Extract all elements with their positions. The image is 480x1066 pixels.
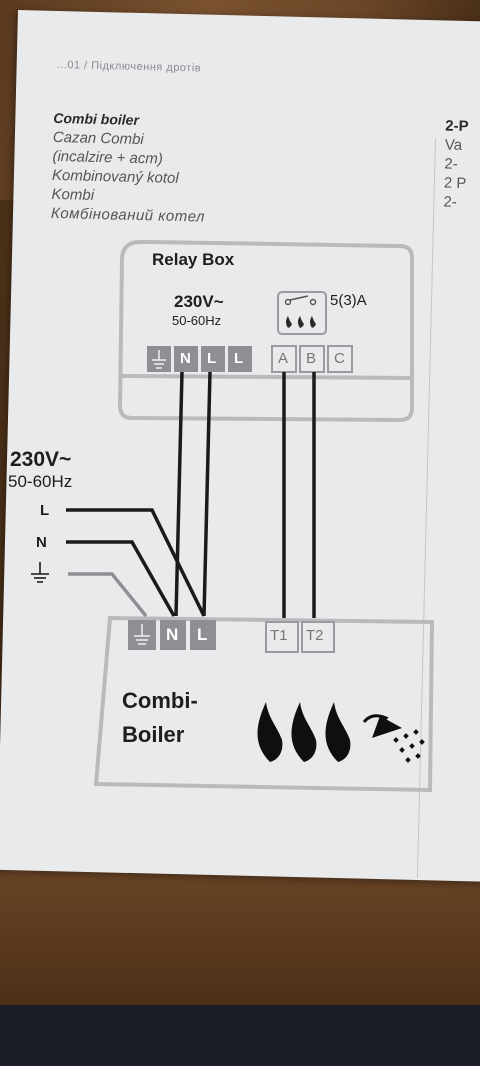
relay-frequency: 50-60Hz [172,313,222,328]
relay-rating: 5(3)A [330,292,367,309]
wire-n-relay [174,371,184,617]
boiler-terminal-t1: T1 [270,627,288,644]
switch-icon [277,291,327,335]
mains-frequency: 50-60Hz [8,472,73,491]
boiler-terminal-l: L [197,625,208,644]
relay-terminal-b: B [306,350,317,367]
wire-l-relay [202,371,212,617]
mains-voltage: 230V~ [10,448,72,471]
wooden-table-bottom [0,860,480,1010]
relay-box [117,240,414,423]
boiler-terminal-n: N [166,625,179,644]
boiler-terminal-t2: T2 [306,627,324,644]
earth-icon [152,350,166,369]
boiler-title-line1: Combi- [122,688,198,713]
relay-terminal-l1: L [207,350,217,367]
relay-power-terminals [174,346,252,372]
flame-icon [257,702,351,762]
mains-neutral-label: N [36,534,47,551]
earth-icon [31,562,49,583]
relay-voltage: 230V~ [174,292,224,311]
shower-icon [362,714,425,763]
wires [66,371,316,618]
wire-mains-l [66,508,206,617]
relay-earth-terminal [147,346,171,372]
wire-mains-earth [68,572,148,618]
boiler-box [93,615,435,793]
relay-terminal-n: N [180,350,191,367]
relay-terminal-l2: L [234,350,244,367]
relay-terminal-a: A [278,350,289,367]
mains-line-label: L [40,502,50,519]
relay-terminal-c: C [334,350,345,367]
floor [0,1005,480,1066]
boiler-title-line2: Boiler [122,722,185,747]
relay-box-title: Relay Box [152,250,235,269]
wire-mains-n [66,540,176,617]
earth-icon [134,624,150,645]
